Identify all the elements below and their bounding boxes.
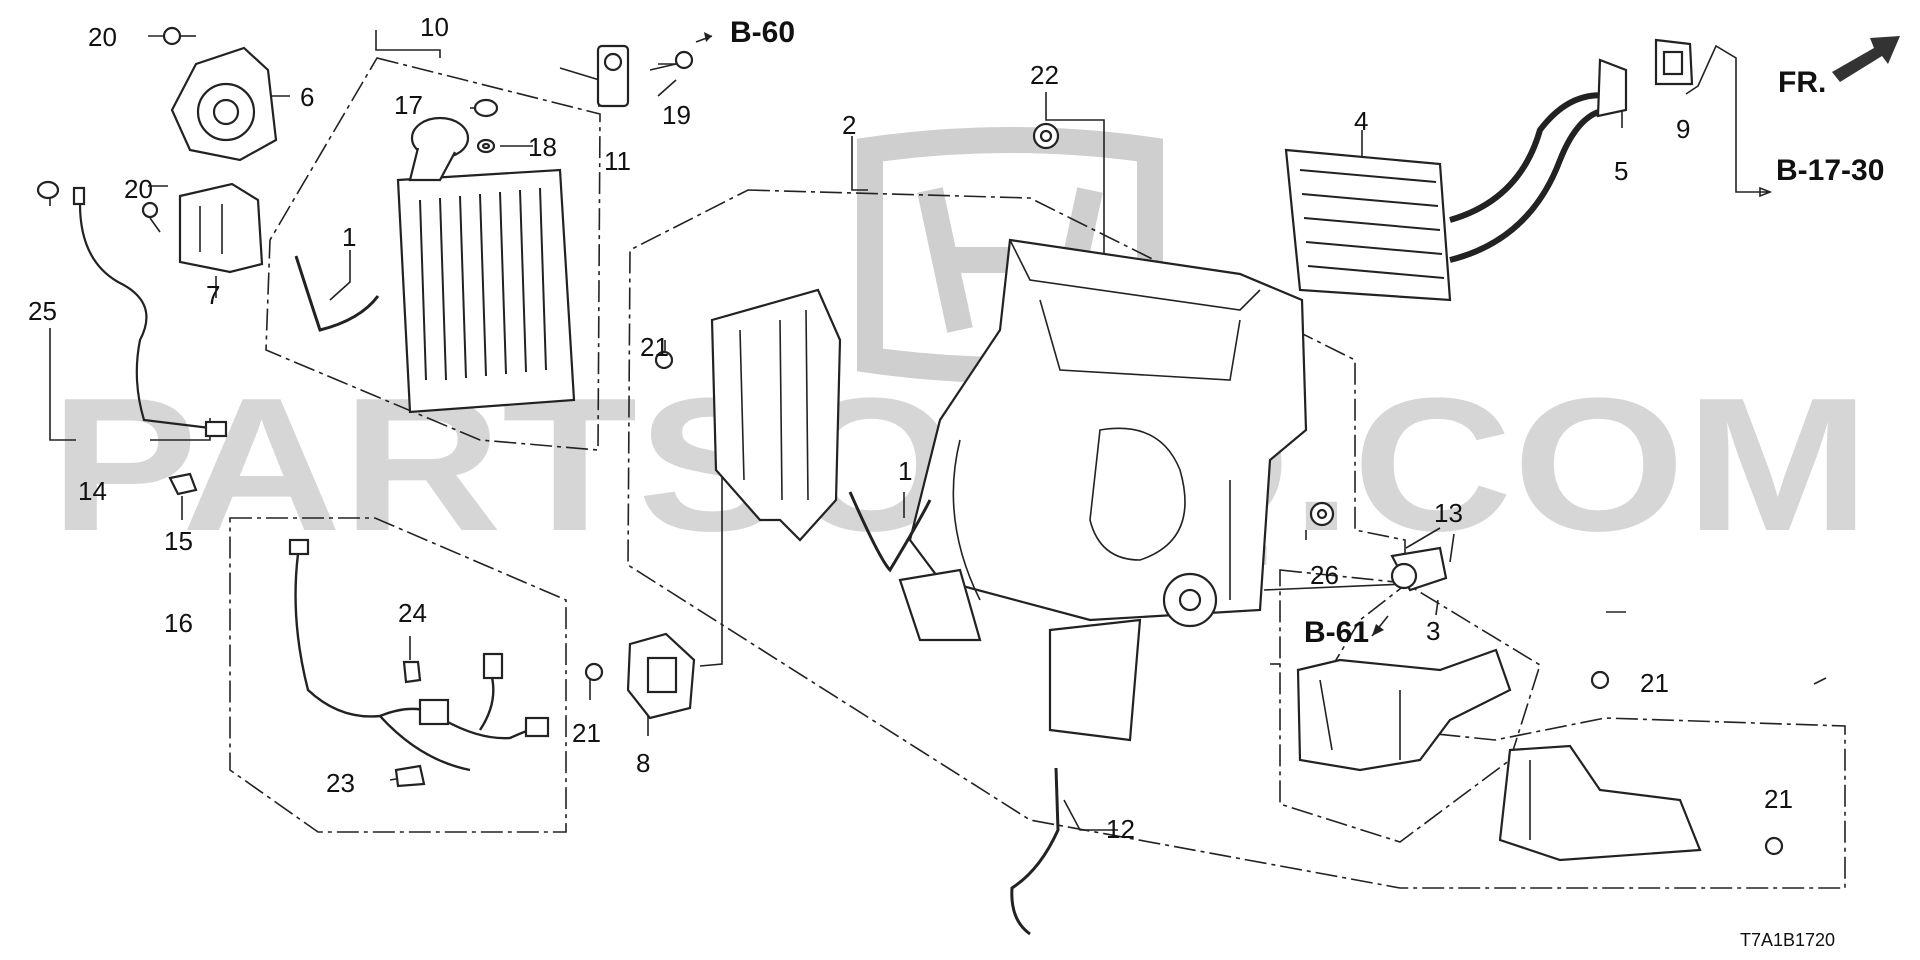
callout-13: 13	[1434, 498, 1463, 528]
callout-2: 2	[842, 110, 856, 140]
seal-9	[1654, 38, 1694, 86]
bolt-19	[649, 50, 694, 71]
callout-21-left: 21	[572, 718, 601, 748]
callout-26: 26	[1310, 560, 1339, 590]
callout-20-top: 20	[88, 22, 117, 52]
clip-15	[168, 472, 198, 496]
callout-12: 12	[1106, 814, 1135, 844]
callout-1-center: 1	[898, 456, 912, 486]
callout-21-upper: 21	[640, 332, 669, 362]
drain-hose-1-center	[848, 491, 932, 573]
drain-hose-1-left	[294, 255, 380, 332]
sensor-13	[1390, 546, 1448, 592]
callout-11: 11	[604, 146, 631, 176]
callout-15: 15	[164, 526, 193, 556]
screw-20-top	[162, 26, 196, 46]
callout-3: 3	[1426, 616, 1440, 646]
diagram-code: T7A1B1720	[1740, 930, 1835, 950]
screw-21-a	[654, 350, 674, 370]
callout-22: 22	[1030, 60, 1059, 90]
duct-lower	[1498, 744, 1702, 862]
callout-21-right: 21	[1640, 668, 1669, 698]
o-ring-17	[473, 98, 499, 118]
screw-20-middle	[141, 201, 161, 233]
duct-3	[1296, 648, 1512, 772]
callout-23: 23	[326, 768, 355, 798]
screw-21-d	[1764, 836, 1784, 856]
callout-20-middle: 20	[124, 174, 153, 204]
grommet-22	[1032, 122, 1060, 150]
blower-resistor-8	[626, 632, 696, 720]
callout-5: 5	[1614, 156, 1628, 186]
callout-21-lower: 21	[1764, 784, 1793, 814]
motor-actuator-6	[170, 46, 278, 162]
callout-24: 24	[398, 598, 427, 628]
forward-arrow-icon	[1832, 36, 1900, 82]
callout-labels: 20 6 10 17 18 11 19 20 7 1 25 14 15 16 2…	[28, 12, 1793, 844]
wire-harness-16	[288, 538, 550, 772]
reference-b61[interactable]: B-61	[1304, 616, 1369, 649]
expansion-valve-11	[596, 44, 630, 108]
reference-arrows	[695, 32, 1773, 637]
clip-24	[402, 660, 422, 684]
callout-1-left: 1	[342, 222, 356, 252]
callout-7: 7	[206, 280, 220, 310]
heater-unit-housing-2	[710, 238, 1308, 742]
screw-21-b	[584, 662, 604, 682]
heater-core-4	[1284, 92, 1611, 302]
reference-b60[interactable]: B-60	[730, 16, 795, 49]
forward-direction-indicator: FR.	[1778, 36, 1900, 99]
callout-19: 19	[662, 100, 691, 130]
callout-8: 8	[636, 748, 650, 778]
screw-21-c	[1590, 670, 1610, 690]
callout-18: 18	[528, 132, 557, 162]
callout-14: 14	[78, 476, 107, 506]
o-ring-18	[476, 138, 496, 154]
callout-25: 25	[28, 296, 57, 326]
callout-4: 4	[1354, 106, 1368, 136]
callout-17: 17	[394, 90, 423, 120]
grommet-26	[1309, 501, 1335, 527]
drain-hose-12	[1010, 767, 1060, 936]
clip-23	[394, 764, 426, 788]
callout-16: 16	[164, 608, 193, 638]
front-label: FR.	[1778, 66, 1826, 99]
sensor-wire-14	[36, 180, 228, 438]
evaporator-10	[396, 116, 576, 414]
motor-actuator-7	[178, 182, 264, 274]
pipe-clamp-5	[1596, 58, 1628, 118]
callout-6: 6	[300, 82, 314, 112]
callout-9: 9	[1676, 114, 1690, 144]
callout-10: 10	[420, 12, 449, 42]
reference-b17-30[interactable]: B-17-30	[1776, 154, 1884, 187]
